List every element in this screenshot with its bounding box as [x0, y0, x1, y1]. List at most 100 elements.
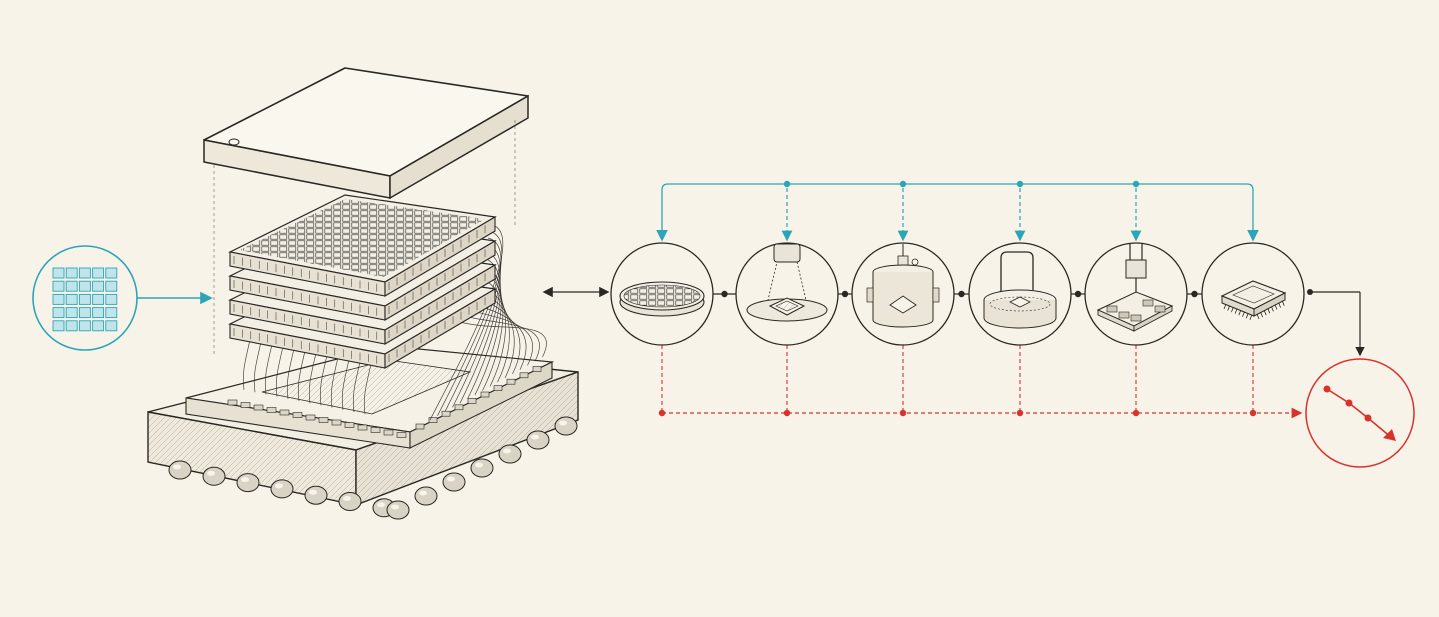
solder-ball	[554, 416, 578, 436]
test-chip	[1106, 305, 1118, 313]
bond-pad	[519, 372, 529, 379]
solder-ball	[498, 444, 522, 464]
deposition-chamber-icon	[866, 244, 940, 328]
grid-cell	[92, 293, 105, 305]
grid-cell	[52, 267, 65, 279]
bond-wire	[308, 353, 317, 404]
packaged-chip-icon	[1220, 280, 1287, 320]
bond-pad	[415, 423, 425, 430]
chip-pin	[1238, 310, 1242, 316]
flow-node	[958, 290, 965, 298]
bond-pad	[454, 404, 464, 411]
cyan-bus	[661, 183, 1254, 233]
bond-pad	[493, 385, 503, 391]
lithography-icon	[746, 243, 828, 322]
bond-wire	[461, 322, 547, 358]
red-node	[783, 409, 791, 417]
chip-pin	[1223, 303, 1227, 310]
test-chip	[1154, 305, 1166, 313]
cyan-node	[1016, 180, 1024, 188]
chip-pin	[1249, 314, 1253, 320]
grid-cell	[65, 320, 78, 332]
bond-wire	[330, 357, 339, 408]
failure-output-circle	[1305, 289, 1415, 468]
bond-pad	[383, 429, 394, 436]
chip-pin	[1267, 308, 1271, 314]
flow-node	[841, 290, 849, 298]
solder-ball	[236, 473, 260, 493]
solder-ball	[304, 485, 328, 505]
bond-wire	[297, 350, 306, 402]
solder-ball-array	[168, 416, 578, 520]
test-chip	[1142, 299, 1154, 307]
chip-pin	[1260, 311, 1263, 318]
bond-pad	[344, 422, 355, 428]
bond-wire	[444, 237, 502, 412]
grid-cell	[78, 320, 91, 332]
cyan-node	[899, 180, 907, 188]
grid-cell	[65, 267, 78, 279]
step-circle-lithography	[735, 242, 839, 346]
bond-wire	[452, 244, 501, 408]
chip-pin	[1256, 313, 1260, 320]
chip-pin	[1227, 305, 1231, 311]
bond-pad	[331, 419, 342, 426]
step-circle-probe-bonding	[1084, 242, 1188, 346]
grid-cell	[92, 267, 105, 279]
cyan-feedforward-lines	[656, 180, 1259, 242]
die-grid-inset	[32, 245, 213, 351]
grid-cell	[78, 293, 91, 305]
bond-pad	[292, 412, 303, 418]
failure-trend-icon	[1323, 385, 1396, 441]
bond-wire	[429, 224, 504, 421]
grid-cell	[92, 280, 105, 292]
alignment-guides	[213, 120, 516, 355]
solder-ball	[470, 458, 494, 478]
grid-cell	[78, 267, 91, 279]
grid-cell	[105, 267, 118, 279]
stacked-die-layers	[228, 194, 497, 369]
solder-ball	[386, 500, 410, 520]
process-flow-links	[713, 290, 1202, 298]
step-circle-wafer	[610, 242, 714, 346]
chip-pin	[1234, 308, 1238, 314]
grid-cell	[105, 307, 118, 319]
bond-pad	[227, 399, 238, 406]
bond-pad	[480, 391, 490, 398]
bond-pad	[305, 414, 316, 421]
bond-pad	[532, 366, 542, 372]
bond-pad	[467, 398, 477, 404]
step-circle-deposition	[851, 242, 955, 346]
bond-pad	[506, 378, 516, 385]
chip-pin	[1242, 311, 1245, 317]
wet-etch-bath-icon	[983, 251, 1057, 329]
bond-wire	[459, 250, 501, 404]
bond-wire	[341, 359, 350, 410]
grid-cell	[78, 280, 91, 292]
solder-ball	[270, 479, 294, 499]
die-grid-icon	[52, 267, 118, 332]
solder-ball	[202, 466, 226, 486]
grid-cell	[65, 307, 78, 319]
chip-pin	[1281, 300, 1285, 306]
bond-pad	[428, 417, 438, 423]
bond-pad	[441, 410, 451, 417]
cyan-node	[1132, 180, 1140, 188]
bond-pad	[279, 409, 290, 416]
grid-cell	[92, 320, 105, 332]
wafer-icon	[619, 281, 705, 317]
grid-cell	[105, 320, 118, 332]
bond-pad	[396, 432, 407, 438]
solder-ball	[442, 472, 466, 492]
flow-node	[1074, 290, 1082, 298]
bond-wire	[264, 344, 273, 395]
bond-pad	[370, 427, 381, 433]
chip-pin	[1263, 310, 1267, 316]
bond-wire	[437, 231, 503, 416]
test-chip	[1118, 311, 1130, 319]
grid-cell	[78, 307, 91, 319]
bond-wire	[286, 348, 295, 399]
chip-pin	[1231, 306, 1234, 313]
grid-cell	[65, 280, 78, 292]
